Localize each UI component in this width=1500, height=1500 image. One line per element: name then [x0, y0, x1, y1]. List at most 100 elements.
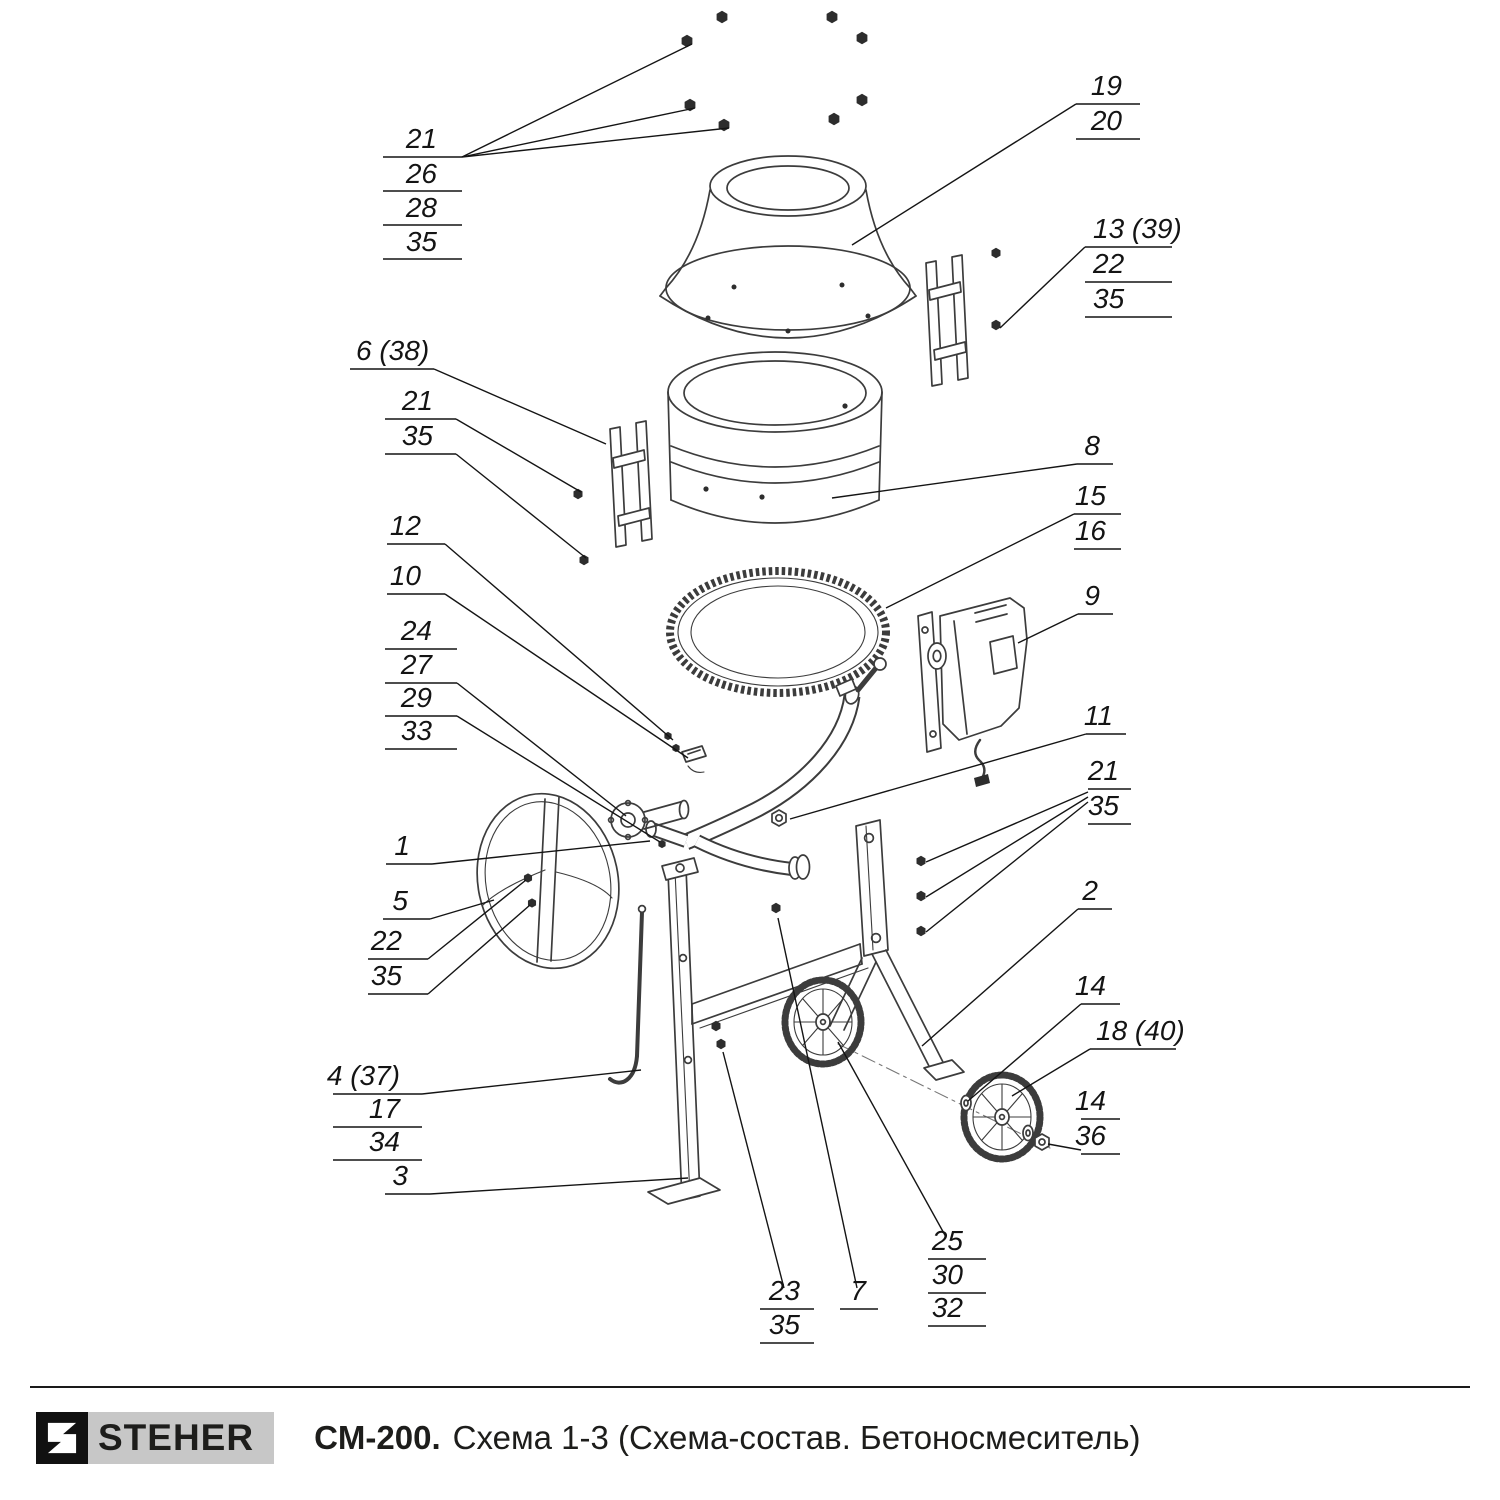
callout-clamp-lower: 10 — [387, 560, 689, 759]
callout-handwheel: 5 — [383, 885, 495, 920]
callout-label: 10 — [390, 560, 422, 591]
bolt-icon — [716, 10, 728, 24]
callout-drum: 8 — [831, 430, 1113, 499]
bolt-icon — [916, 855, 926, 867]
part-drum-cone — [659, 155, 917, 339]
callout-label: 17 — [369, 1093, 402, 1124]
callout-washer-nut: 14 36 — [1047, 1085, 1120, 1155]
bolt-icon — [716, 1038, 726, 1050]
callout-label: 3 — [392, 1160, 408, 1191]
bolt-icon — [711, 1020, 721, 1032]
footer: STEHER CM-200.Схема 1-3 (Схема-состав. Б… — [0, 1386, 1500, 1500]
part-washers-nut — [960, 1094, 1050, 1151]
scheme-subtitle: Схема 1-3 (Схема-состав. Бетоносмеситель… — [452, 1419, 1141, 1456]
callout-rear-leg: 2 — [921, 875, 1112, 1047]
callout-label: 16 — [1075, 515, 1107, 546]
part-motor — [917, 597, 1028, 787]
callout-label: 35 — [1088, 790, 1120, 821]
bolt-icon — [828, 112, 840, 126]
part-drum-body — [667, 351, 883, 524]
callout-label: 13 (39) — [1093, 213, 1182, 244]
bolt-icon — [771, 902, 781, 914]
part-handle-rod — [608, 904, 647, 1085]
callout-label: 19 — [1091, 70, 1122, 101]
callout-label: 36 — [1075, 1120, 1107, 1151]
bolt-icon — [916, 925, 926, 937]
steher-logo-icon — [36, 1412, 88, 1464]
callout-label: 18 (40) — [1096, 1015, 1185, 1046]
callout-label: 2 — [1081, 875, 1098, 906]
callout-bracket-left: 6 (38) — [350, 335, 607, 445]
exploded-view-diagram: 21 26 28 35 19 20 13 (39) 22 35 6 (38) 2… — [327, 10, 1185, 1344]
callout-gear-ring: 15 16 — [885, 480, 1121, 609]
callout-label: 34 — [369, 1126, 400, 1157]
callout-label: 22 — [370, 925, 403, 956]
callout-label: 29 — [400, 682, 432, 713]
callout-label: 22 — [1092, 248, 1125, 279]
callout-wheel: 18 (40) — [1011, 1015, 1185, 1097]
callout-label: 25 — [931, 1225, 964, 1256]
callout-label: 23 — [768, 1275, 801, 1306]
bolt-icons — [523, 10, 1001, 1050]
part-bracket-right — [925, 254, 969, 387]
callout-bracket-right: 13 (39) 22 35 — [999, 213, 1182, 329]
steher-logo: STEHER — [36, 1412, 275, 1464]
callout-label: 32 — [932, 1292, 964, 1323]
callout-motor: 9 — [1017, 580, 1113, 644]
bolt-icon — [856, 31, 868, 45]
callout-label: 8 — [1084, 430, 1100, 461]
callout-label: 24 — [400, 615, 432, 646]
callout-washer-front: 14 — [967, 970, 1120, 1102]
callout-flange-group: 24 27 29 33 — [385, 615, 661, 843]
callout-arm-nut: 11 — [789, 700, 1126, 820]
callout-beam-bolt: 7 — [777, 917, 878, 1310]
part-mixing-arm — [645, 657, 887, 880]
part-frame — [647, 819, 1051, 1205]
part-gear-ring — [666, 567, 890, 697]
callout-label: 28 — [405, 192, 438, 223]
callout-label: 21 — [405, 123, 437, 154]
callout-label: 14 — [1075, 970, 1106, 1001]
callout-label: 4 (37) — [327, 1060, 400, 1091]
callout-bracket-left-bolts: 21 35 — [385, 385, 587, 559]
bolt-icon — [991, 319, 1001, 331]
bolt-icon — [856, 93, 868, 107]
callout-axle-group: 25 30 32 — [837, 1041, 986, 1327]
callout-top-bolts: 21 26 28 35 — [383, 43, 730, 260]
document-title: CM-200.Схема 1-3 (Схема-состав. Бетоносм… — [314, 1419, 1140, 1457]
callout-label: 6 (38) — [356, 335, 429, 366]
callout-label: 35 — [406, 226, 438, 257]
callout-label: 33 — [401, 715, 433, 746]
callout-label: 35 — [769, 1309, 801, 1340]
callout-label: 20 — [1090, 105, 1123, 136]
callout-cone: 19 20 — [851, 70, 1140, 246]
callout-shaft: 1 — [386, 830, 651, 865]
part-wheel-inner — [781, 976, 865, 1068]
part-wheel-outer — [960, 1071, 1044, 1163]
callout-front-leg: 3 — [385, 1160, 689, 1195]
callout-label: 35 — [1093, 283, 1125, 314]
callout-label: 21 — [1087, 755, 1119, 786]
callout-label: 7 — [850, 1275, 867, 1306]
callout-label: 5 — [392, 885, 408, 916]
bolt-icon — [916, 890, 926, 902]
callout-label: 30 — [932, 1259, 964, 1290]
callout-label: 1 — [394, 830, 410, 861]
callout-label: 14 — [1075, 1085, 1106, 1116]
callout-clamp-upper: 12 — [387, 510, 674, 741]
callout-handwheel-bolts: 22 35 — [368, 879, 531, 995]
callout-label: 35 — [371, 960, 403, 991]
bolt-icon — [991, 247, 1001, 259]
callout-handle-rod: 4 (37) 17 34 — [327, 1060, 642, 1161]
callout-label: 21 — [401, 385, 433, 416]
callout-label: 26 — [405, 158, 438, 189]
callout-label: 35 — [402, 420, 434, 451]
part-handwheel — [476, 792, 620, 970]
bolt-icon — [826, 10, 838, 24]
callout-frame-bolts-right: 21 35 — [925, 755, 1131, 933]
part-bracket-left — [609, 420, 653, 548]
part-clamp — [681, 745, 707, 773]
callout-label: 15 — [1075, 480, 1107, 511]
callout-label: 9 — [1084, 580, 1100, 611]
